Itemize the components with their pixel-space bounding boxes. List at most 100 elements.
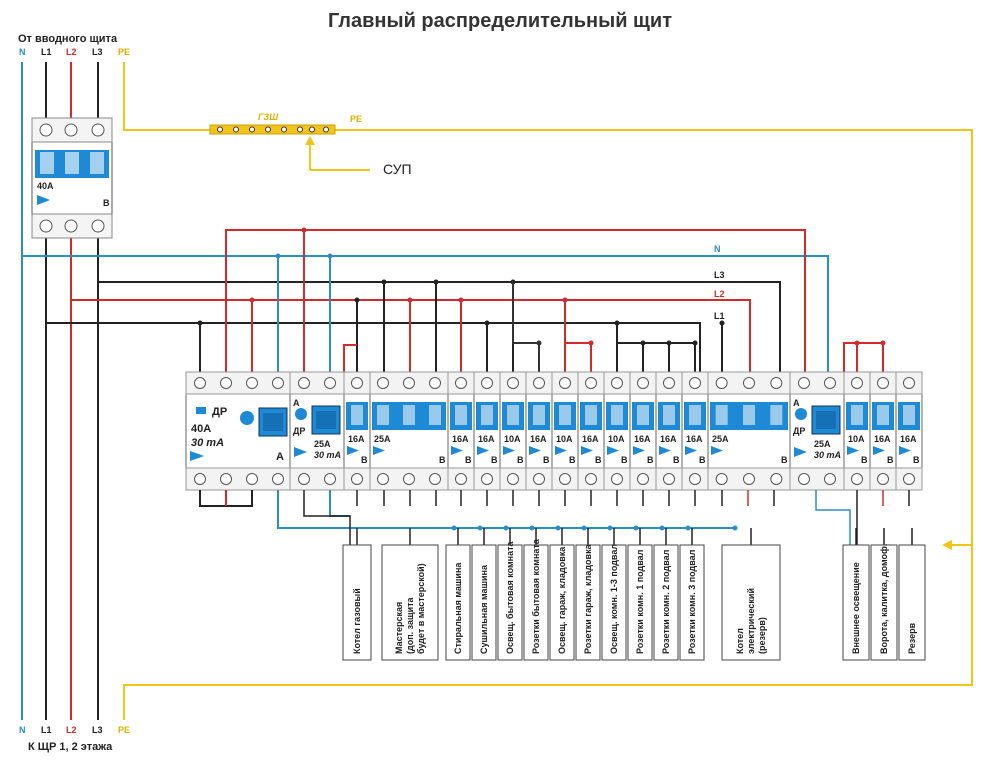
load-label: электрический — [746, 588, 756, 654]
load-11: Розетки комн. 2 подвал — [653, 544, 679, 661]
load-label: Освещ. комн. 1-3 подвал — [609, 544, 619, 654]
load-3: Стиральная машина — [445, 544, 471, 661]
load-label: Сушильная машина — [479, 564, 489, 654]
load-label: будет в мастерской) — [416, 563, 426, 654]
load-label: Розетки бытовая комната — [531, 538, 541, 654]
load-5: Освещ. бытовая комната — [497, 541, 523, 661]
breaker-9-rating: 10A — [608, 434, 625, 444]
trip-icon — [847, 446, 859, 455]
trip-icon — [503, 446, 515, 455]
breaker-6-rating: 16A — [530, 434, 547, 444]
breaker-4-rating: 16A — [478, 434, 495, 444]
breaker-12-curve: B — [699, 455, 706, 465]
load-label: Внешнее освещение — [851, 562, 861, 654]
load-1: Котел газовый — [342, 544, 372, 661]
trip-icon — [581, 446, 593, 455]
wire-label-pe-top: PE — [118, 47, 130, 57]
bus-label-l3: L3 — [714, 270, 725, 280]
rcd-b-rating: 25A — [814, 439, 831, 449]
feeder-wires — [197, 227, 886, 372]
dest-label: К ЩР 1, 2 этажа — [28, 741, 113, 753]
load-6: Розетки бытовая комната — [523, 538, 549, 661]
breaker-10-rating: 16A — [634, 434, 651, 444]
load-15: Ворота, калитка, домоф. — [870, 544, 898, 661]
pe-arrow-icon — [942, 540, 952, 550]
load-label: Резерв — [907, 622, 917, 654]
load-label: Котел — [735, 628, 745, 654]
diagram-title: Главный распределительный щит — [328, 10, 672, 32]
load-label: Мастерская — [394, 602, 404, 654]
load-7: Освещ. гараж, кладовка — [549, 544, 575, 661]
wire-label-l2-top: L2 — [66, 47, 77, 57]
breaker-1-curve: B — [361, 455, 368, 465]
rcd-main-rating: 40A — [191, 423, 211, 435]
rcd-a-rating: 25A — [314, 439, 331, 449]
breaker-5-curve: B — [517, 455, 524, 465]
breaker-8-rating: 16A — [582, 434, 599, 444]
load-12: Розетки комн. 3 подвал — [679, 544, 705, 661]
breaker-16: 16A B — [895, 371, 923, 491]
bus-label-l1: L1 — [714, 311, 725, 321]
trip-icon — [373, 446, 385, 455]
breaker-13-rating: 25A — [712, 434, 729, 444]
main-breaker-rating: 40A — [37, 181, 54, 191]
load-label: Котел газовый — [352, 588, 362, 654]
breaker-9-curve: B — [621, 455, 628, 465]
wire-label-pe-bottom: PE — [118, 725, 130, 735]
load-label: Розетки комн. 1 подвал — [635, 549, 645, 654]
bus-label-l2: L2 — [714, 289, 725, 299]
trip-icon — [659, 446, 671, 455]
breaker-3-curve: B — [465, 455, 472, 465]
trip-icon — [529, 446, 541, 455]
breaker-16-curve: B — [913, 455, 920, 465]
breaker-8-curve: B — [595, 455, 602, 465]
wire-label-l2-bottom: L2 — [66, 725, 77, 735]
trip-icon — [477, 446, 489, 455]
rcd-b-leak: 30 mA — [814, 450, 841, 460]
load-label: Ворота, калитка, домоф. — [879, 544, 889, 654]
breaker-2-curve: B — [439, 455, 446, 465]
breaker-14-curve: B — [861, 455, 868, 465]
breaker-7-curve: B — [569, 455, 576, 465]
wire-label-l1-top: L1 — [41, 47, 52, 57]
breaker-5: 10A B — [499, 371, 527, 491]
load-8: Розетки гараж, кладовка — [575, 543, 601, 661]
trip-icon — [685, 446, 697, 455]
trip-icon — [451, 446, 463, 455]
wire-label-n-top: N — [19, 47, 26, 57]
bus-label-n: N — [714, 244, 721, 254]
breaker-16-rating: 16A — [900, 434, 917, 444]
rcd-a-leak: 30 mA — [314, 450, 341, 460]
breaker-11-curve: B — [673, 455, 680, 465]
main-wires — [21, 62, 973, 720]
breaker-14-rating: 10A — [848, 434, 865, 444]
breaker-13-curve: B — [781, 455, 788, 465]
breaker-11-rating: 16A — [660, 434, 677, 444]
trip-icon — [607, 446, 619, 455]
rcd-a-type: ДР — [293, 426, 305, 436]
rcd-b-type: ДР — [793, 426, 805, 436]
trip-icon — [711, 446, 723, 455]
breaker-5-rating: 10A — [504, 434, 521, 444]
breaker-12-rating: 16A — [686, 434, 703, 444]
breaker-8: 16A B — [577, 371, 605, 491]
trip-icon — [555, 446, 567, 455]
trip-icon — [873, 446, 885, 455]
load-label: (резерв) — [757, 617, 767, 654]
load-9: Освещ. комн. 1-3 подвал — [601, 544, 627, 661]
load-label: Розетки комн. 3 подвал — [687, 549, 697, 654]
pe-label: PE — [350, 114, 362, 124]
load-16: Резерв — [898, 544, 926, 661]
sup-label: СУП — [383, 161, 412, 177]
rcd-main-class: A — [276, 451, 284, 463]
